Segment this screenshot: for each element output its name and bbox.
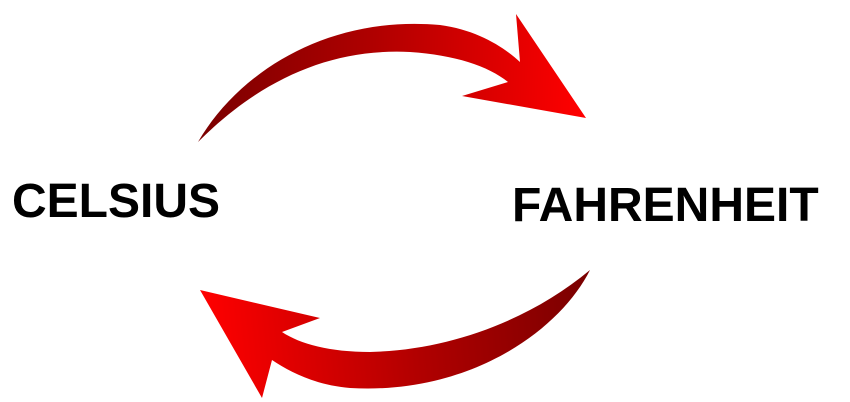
curved-arrow-right-icon — [198, 14, 586, 142]
fahrenheit-label: FAHRENHEIT — [512, 182, 819, 230]
curved-arrow-left-icon — [200, 270, 590, 398]
celsius-label: CELSIUS — [12, 178, 220, 226]
